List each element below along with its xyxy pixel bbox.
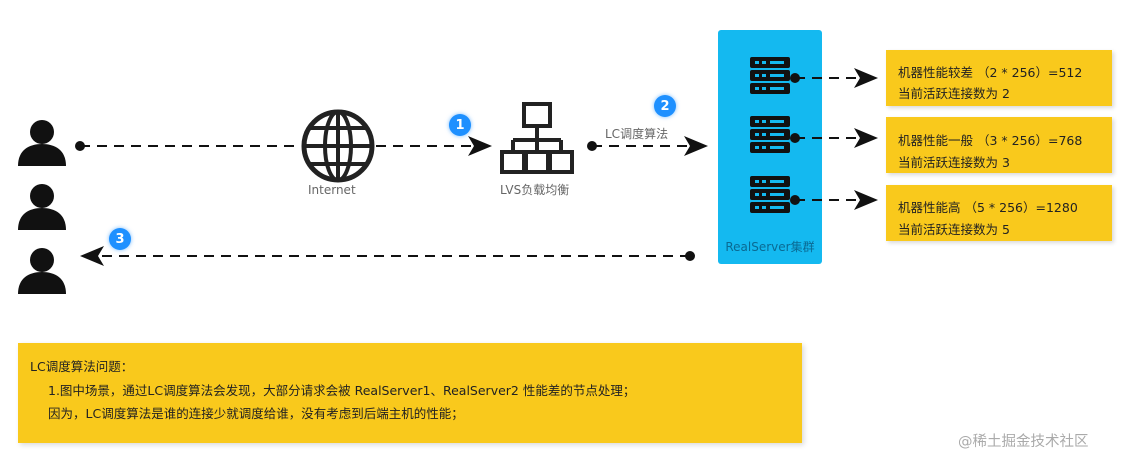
step-badge-2: 2 — [654, 95, 676, 117]
globe-icon — [301, 109, 375, 183]
watermark: @稀土掘金技术社区 — [958, 434, 1089, 450]
server-performance: 机器性能一般 （3 * 256）=768 — [898, 133, 1083, 148]
user-icon — [18, 120, 66, 166]
step-badge-1: 1 — [449, 114, 471, 136]
server-performance: 机器性能较差 （2 * 256）=512 — [898, 65, 1083, 80]
server-connections: 当前活跃连接数为 3 — [898, 155, 1010, 170]
cluster-label: RealServer集群 — [725, 240, 815, 254]
server-connections: 当前活跃连接数为 2 — [898, 86, 1010, 101]
lvs-label: LVS负载均衡 — [500, 183, 570, 197]
network-icon — [500, 102, 574, 174]
note-line-1: 1.图中场景，通过LC调度算法会发现，大部分请求会被 RealServer1、R… — [48, 383, 636, 398]
server-icon — [750, 57, 790, 94]
server-performance: 机器性能高 （5 * 256）=1280 — [898, 200, 1078, 215]
server-icon — [750, 176, 790, 213]
note-line-2: 因为，LC调度算法是谁的连接少就调度给谁，没有考虑到后端主机的性能； — [48, 406, 464, 421]
internet-label: Internet — [308, 183, 356, 197]
server-info-box-3: 机器性能高 （5 * 256）=1280 当前活跃连接数为 5 — [886, 185, 1112, 241]
server-icon — [750, 116, 790, 153]
user-icon — [18, 248, 66, 294]
user-icon — [18, 184, 66, 230]
note-title: LC调度算法问题： — [30, 359, 134, 374]
server-connections: 当前活跃连接数为 5 — [898, 222, 1010, 237]
step-badge-3: 3 — [109, 228, 131, 250]
server-info-box-1: 机器性能较差 （2 * 256）=512 当前活跃连接数为 2 — [886, 50, 1112, 106]
note-box: LC调度算法问题： 1.图中场景，通过LC调度算法会发现，大部分请求会被 Rea… — [18, 343, 802, 443]
algo-label: LC调度算法 — [605, 127, 669, 141]
server-info-box-2: 机器性能一般 （3 * 256）=768 当前活跃连接数为 3 — [886, 117, 1112, 173]
